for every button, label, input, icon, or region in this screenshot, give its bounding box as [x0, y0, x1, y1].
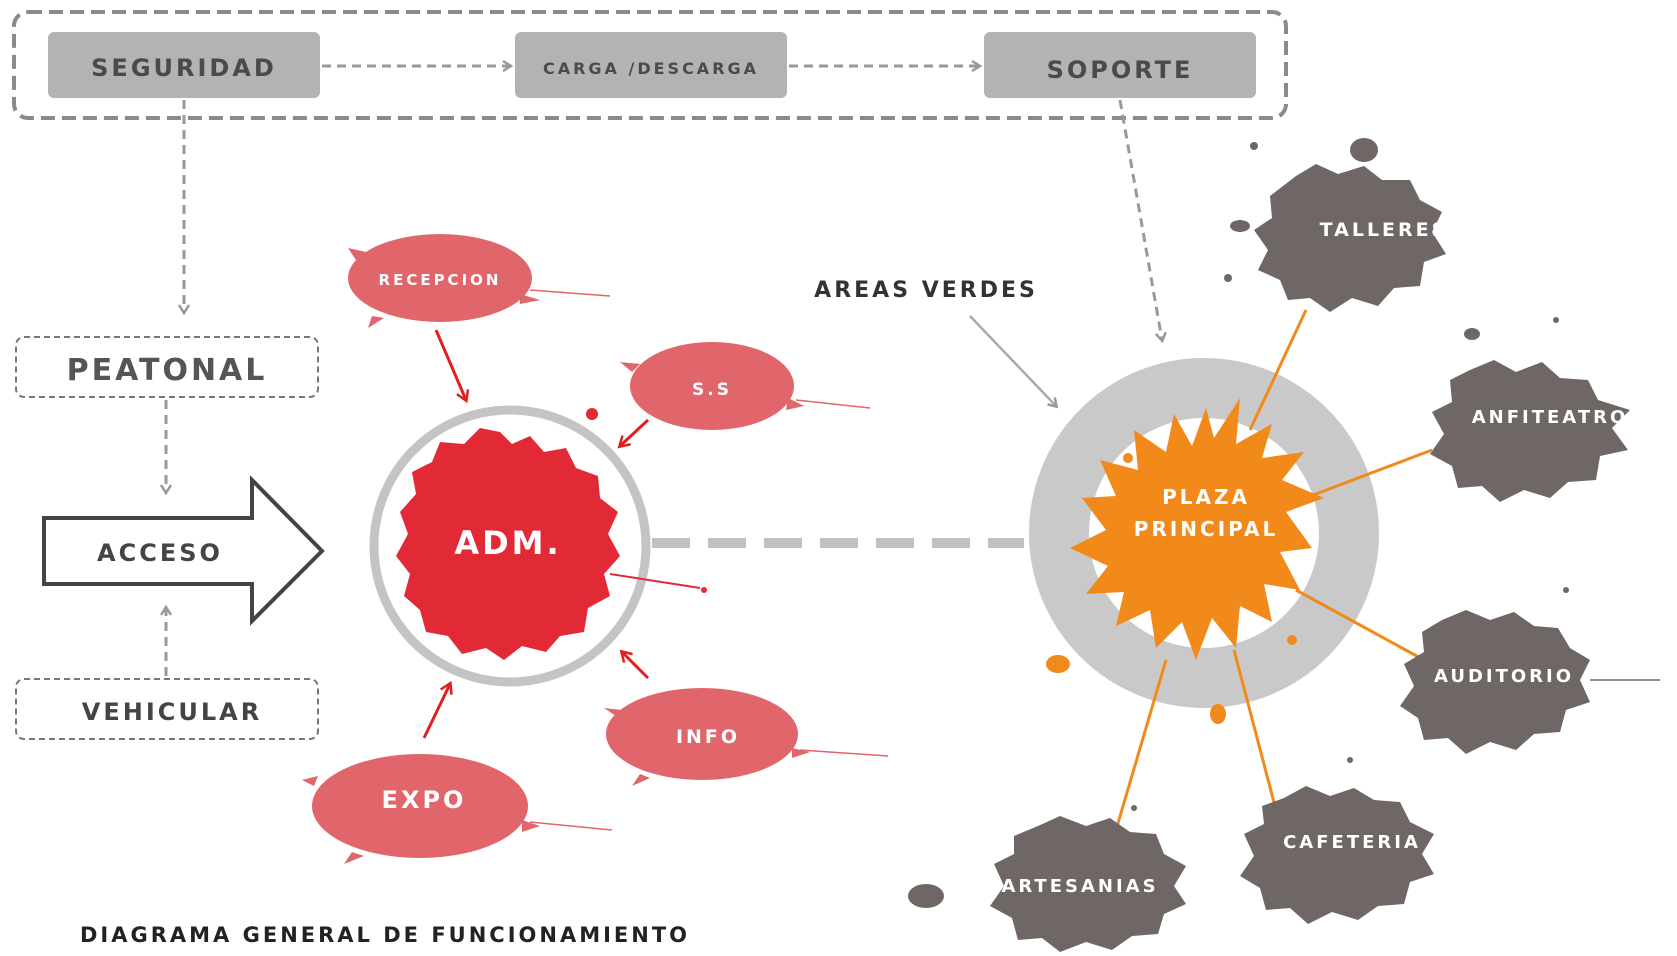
acceso-label: ACCESO: [97, 539, 223, 567]
arrow-recepcion-adm: [434, 329, 466, 400]
plaza-ring: [1029, 358, 1379, 708]
info-label: INFO: [676, 726, 740, 748]
info-splat: INFO: [604, 688, 889, 786]
artesanias-splat: ARTESANIAS: [908, 805, 1186, 952]
soporte-label: SOPORTE: [1047, 56, 1194, 84]
carga-descarga-box: CARGA /DESCARGA: [515, 32, 787, 98]
recepcion-label: RECEPCION: [379, 271, 502, 289]
ss-splat: S.S: [620, 342, 871, 430]
acceso-arrow-shape: ACCESO: [42, 475, 325, 626]
cafeteria-label: CAFETERIA: [1283, 832, 1421, 853]
recepcion-splat: RECEPCION: [348, 234, 611, 328]
peatonal-label: PEATONAL: [67, 353, 268, 388]
soporte-box: SOPORTE: [984, 32, 1256, 98]
cafeteria-splat: CAFETERIA: [1240, 757, 1434, 924]
plaza-label-line1: PLAZA: [1162, 485, 1250, 509]
talleres-label: TALLERES: [1320, 219, 1449, 241]
peatonal-box: PEATONAL: [15, 336, 319, 398]
ss-label: S.S: [692, 380, 732, 400]
plaza-connectors: [1104, 309, 1433, 865]
plaza-label-line2: PRINCIPAL: [1134, 517, 1278, 541]
auditorio-splat: AUDITORIO: [1400, 587, 1660, 754]
artesanias-label: ARTESANIAS: [1001, 876, 1158, 897]
seguridad-label: SEGURIDAD: [91, 54, 277, 82]
top-services-container: [12, 10, 1288, 120]
vehicular-label: VEHICULAR: [82, 698, 262, 726]
adm-ring: [369, 405, 651, 687]
areas-verdes-label: AREAS VERDES: [814, 278, 1038, 303]
arrow-soporte-plaza: [1118, 99, 1162, 340]
arrow-expo-adm: [422, 684, 450, 739]
anfiteatro-label: ANFITEATRO: [1472, 407, 1629, 428]
seguridad-box: SEGURIDAD: [48, 32, 320, 98]
talleres-splat: TALLERES: [1224, 138, 1449, 312]
expo-label: EXPO: [382, 786, 467, 814]
vehicular-box: VEHICULAR: [15, 678, 319, 740]
diagram-caption: DIAGRAMA GENERAL DE FUNCIONAMIENTO: [80, 923, 690, 947]
arrow-areas-verdes: [969, 315, 1056, 406]
auditorio-label: AUDITORIO: [1434, 666, 1574, 687]
arrow-info-adm: [622, 652, 650, 680]
adm-label: ADM.: [454, 524, 561, 562]
plaza-splat: PLAZA PRINCIPAL: [1046, 398, 1324, 724]
carga-descarga-label: CARGA /DESCARGA: [543, 59, 759, 78]
adm-splat: ADM.: [396, 408, 707, 660]
arrow-ss-adm: [620, 418, 650, 446]
anfiteatro-splat: ANFITEATRO: [1430, 317, 1630, 502]
expo-splat: EXPO: [302, 754, 613, 864]
